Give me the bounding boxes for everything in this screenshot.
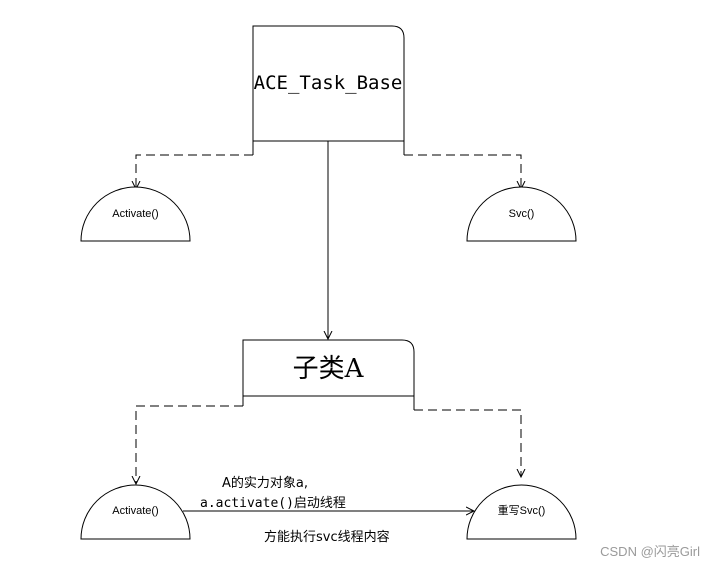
subclass-svc-node: 重写Svc() (466, 484, 577, 540)
subclass-to-svc-connector (414, 409, 521, 477)
annotation-line-2: a.activate()启动线程 (200, 496, 346, 511)
watermark: CSDN @闪亮Girl (600, 544, 700, 559)
subclass-box: 子类A (242, 339, 415, 410)
subclass-activate-node: Activate() (80, 484, 191, 540)
annotation-line-3: 方能执行svc线程内容 (264, 529, 390, 545)
base-svc-node: Svc() (466, 186, 577, 242)
base-svc-label: Svc() (509, 208, 535, 220)
base-activate-node: Activate() (80, 186, 191, 242)
subclass-activate-label: Activate() (112, 505, 158, 517)
base-to-svc-connector (404, 154, 521, 189)
base-to-activate-connector (136, 154, 253, 189)
annotation-line-1: A的实力对象a, (222, 475, 308, 491)
annotation-line-2-text: 启动线程 (294, 496, 346, 511)
base-class-box: ACE_Task_Base (252, 25, 405, 155)
annotation-code: a.activate() (200, 496, 294, 511)
subclass-label: 子类A (293, 354, 365, 384)
base-activate-label: Activate() (112, 208, 158, 220)
subclass-to-activate-connector (136, 405, 243, 484)
base-class-label: ACE_Task_Base (254, 72, 403, 94)
subclass-svc-label: 重写Svc() (498, 503, 546, 517)
